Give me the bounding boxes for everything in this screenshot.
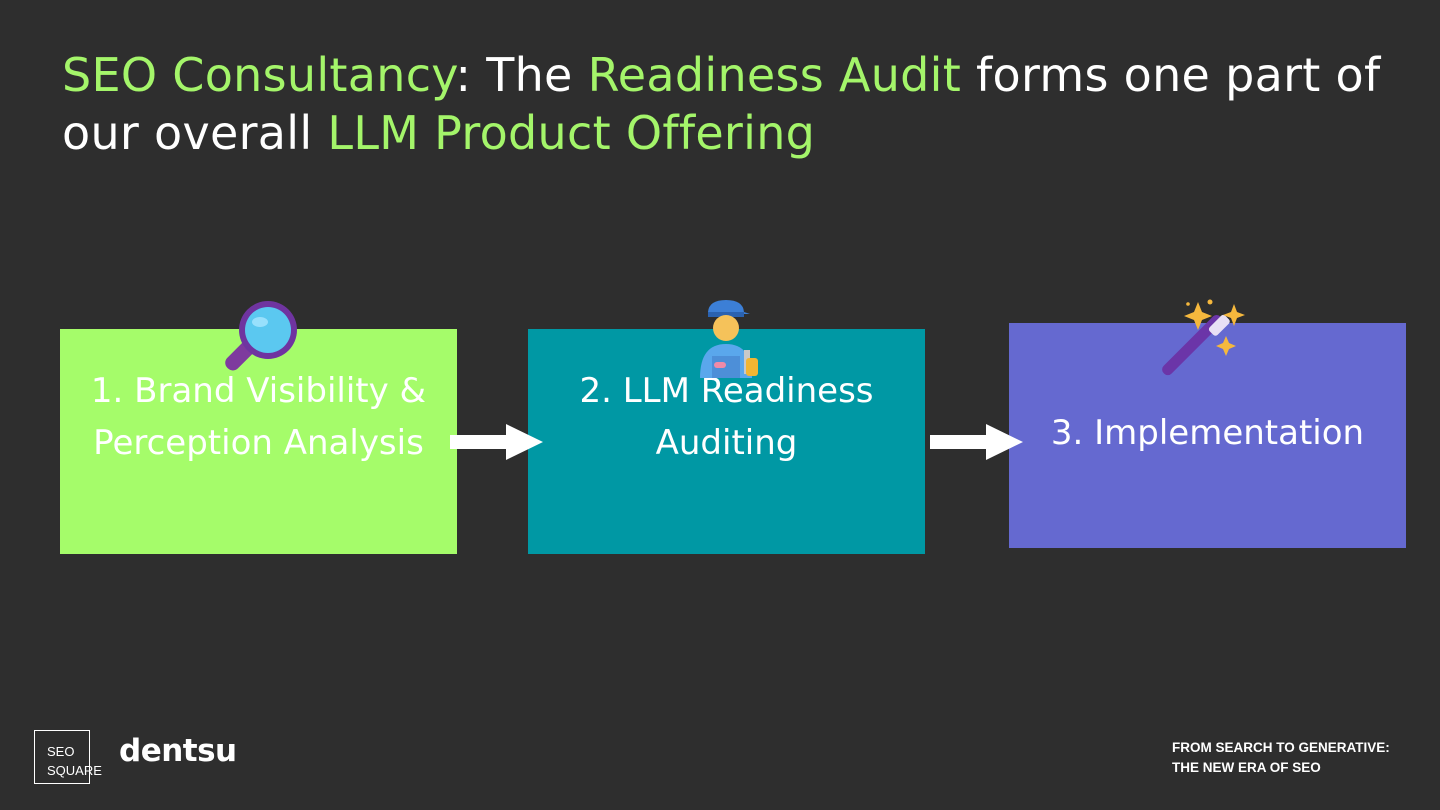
step-box-1: 1. Brand Visibility & Perception Analysi… xyxy=(60,329,457,554)
step-label-1: 1. Brand Visibility & Perception Analysi… xyxy=(90,370,427,463)
step-box-3: 3. Implementation xyxy=(1009,323,1406,548)
step-label-3: 3. Implementation xyxy=(1050,412,1365,453)
slide-title: SEO Consultancy: The Readiness Audit for… xyxy=(62,46,1402,162)
dentsu-logo: dentsu xyxy=(119,733,237,769)
seo-square-logo xyxy=(34,730,90,784)
magic-wand-icon xyxy=(1162,299,1245,376)
title-highlight-seo-consultancy: SEO Consultancy xyxy=(62,48,456,102)
magnifying-glass-icon xyxy=(225,301,297,371)
title-highlight-readiness-audit: Readiness Audit xyxy=(587,48,962,102)
arrow-right-icon xyxy=(930,424,1023,460)
step-label-2: 2. LLM Readiness Auditing xyxy=(579,370,874,463)
title-text-2: forms one part of our overall xyxy=(62,48,1381,160)
seo-square-logo-text: SEO SQUARE xyxy=(47,744,102,778)
title-text-1: : The xyxy=(455,48,588,102)
title-highlight-llm-offering: LLM Product Offering xyxy=(327,106,816,160)
footer-tagline: FROM SEARCH TO GENERATIVE: THE NEW ERA O… xyxy=(1172,740,1390,775)
mechanic-icon xyxy=(700,300,758,378)
arrow-right-icon xyxy=(450,424,543,460)
